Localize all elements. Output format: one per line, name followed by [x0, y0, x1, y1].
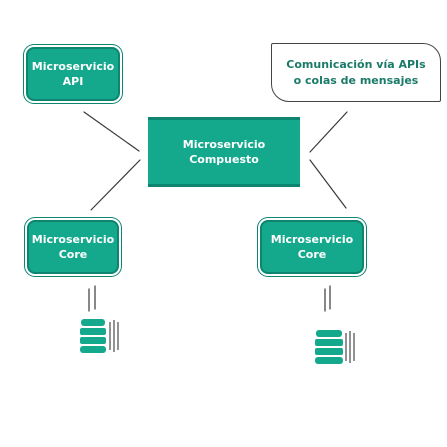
microservice-api-node: Microservicio API	[26, 47, 120, 101]
note-line-1: Comunicación vía APIs	[286, 57, 426, 71]
microservice-composite-node: Microservicio Compuesto	[148, 113, 300, 191]
connector-composite-to-comm	[309, 111, 348, 153]
connector-api-to-composite	[83, 111, 140, 152]
node-subtitle: API	[62, 75, 84, 88]
microservice-core-right-node: Microservicio Core	[260, 220, 364, 274]
composite-band	[148, 117, 300, 187]
connector-composite-to-core-left	[90, 159, 141, 211]
database-icon	[315, 330, 355, 364]
note-line-2: o colas de mensajes	[293, 73, 419, 87]
node-title: Microservicio	[31, 60, 115, 73]
node-subtitle: Core	[297, 248, 327, 261]
microservice-core-left-node: Microservicio Core	[27, 220, 119, 274]
node-title: Microservicio	[182, 138, 266, 151]
database-icon	[80, 319, 119, 353]
connector-composite-to-core-right	[309, 159, 347, 209]
communication-note: Comunicación vía APIs o colas de mensaje…	[271, 43, 441, 102]
node-title: Microservicio	[270, 233, 354, 246]
node-subtitle: Core	[58, 248, 88, 261]
node-subtitle: Compuesto	[189, 153, 259, 166]
node-title: Microservicio	[31, 233, 115, 246]
